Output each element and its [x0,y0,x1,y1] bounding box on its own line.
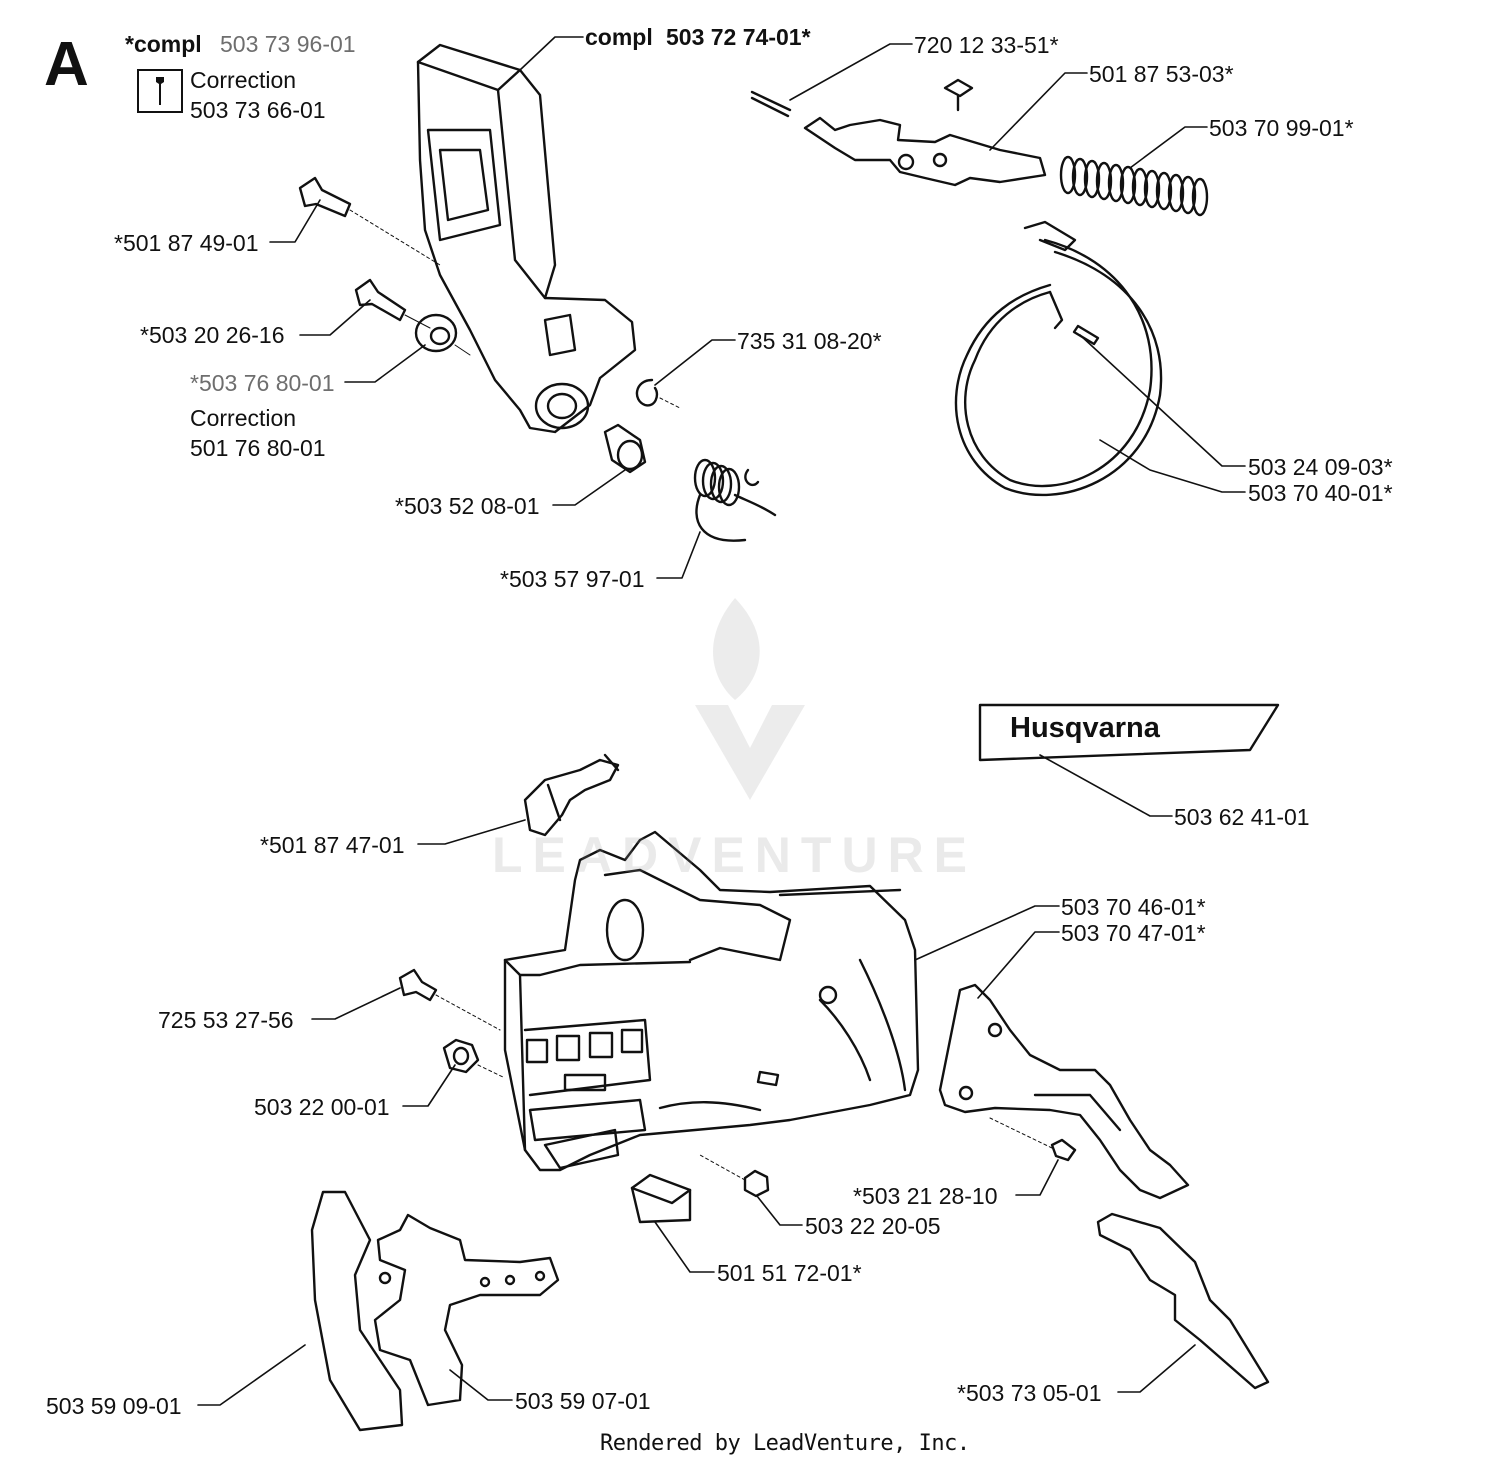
wire-clip-part [523,753,620,837]
wrench-icon [137,69,183,113]
guide-plate-part [310,1190,560,1432]
nut-part [442,1038,506,1079]
chain-guide-plate-part [938,983,1190,1200]
part-label: *503 20 26-16 [140,322,285,348]
protective-plate-part [1096,1212,1270,1390]
part-label: *503 73 05-01 [957,1380,1102,1406]
circlip-part [635,378,681,409]
coil-spring-part [1059,155,1209,217]
screw-part [354,278,431,329]
part-label: *501 87 49-01 [114,230,259,256]
part-label: 503 62 41-01 [1174,804,1310,830]
husqvarna-logo-text: Husqvarna [1010,712,1160,744]
chain-brake-handle [416,43,637,434]
bolt-part [298,176,441,266]
compl-prefix: *compl [125,31,202,57]
correction-number: 503 73 66-01 [190,97,326,123]
screw-part-2 [989,1117,1077,1162]
leader-lines [197,36,1246,1406]
nut-part-2 [699,1154,770,1198]
compl-number: 503 73 96-01 [220,31,356,57]
part-label: 503 22 00-01 [254,1094,390,1120]
pad-part [630,1173,692,1224]
part-label: 501 87 53-03* [1089,61,1234,87]
torsion-spring-part [693,458,777,542]
brake-lever-assembly [750,78,1047,187]
section-letter: A [44,30,89,99]
clutch-cover [503,830,920,1172]
part-label: 503 22 20-05 [805,1213,941,1239]
part-label: 725 53 27-56 [158,1007,294,1033]
part-label: 501 51 72-01* [717,1260,862,1286]
part-label: 503 70 40-01* [1248,480,1393,506]
part-label: 720 12 33-51* [914,32,1059,58]
bushing-part [603,423,647,474]
washer-part [414,313,471,356]
part-label: 503 70 99-01* [1209,115,1354,141]
brake-band-part [954,220,1163,497]
part-label: 503 70 46-01* [1061,894,1206,920]
correction-label: Correction [190,67,297,93]
husqvarna-decal-part [978,703,1280,762]
part-label: 503 59 09-01 [46,1393,182,1419]
part-label: 503 24 09-03* [1248,454,1393,480]
part-label: 735 31 08-20* [737,328,882,354]
correction-label: Correction [190,405,297,431]
watermark-text: LEADVENTURE [492,827,978,883]
part-label: *503 52 08-01 [395,493,540,519]
footer-credit: Rendered by LeadVenture, Inc. [600,1431,970,1456]
correction-number: 501 76 80-01 [190,435,326,461]
part-label: 503 59 07-01 [515,1388,651,1414]
part-label: *503 57 97-01 [500,566,645,592]
guard-compl-prefix: compl [585,24,653,50]
part-label: *503 76 80-01 [190,370,335,396]
part-label: 503 70 47-01* [1061,920,1206,946]
guard-compl-number: 503 72 74-01* [666,24,811,50]
bolt-part-2 [398,968,501,1031]
part-label: *503 21 28-10 [853,1183,998,1209]
flame-logo-icon [695,598,805,800]
part-label: *501 87 47-01 [260,832,405,858]
